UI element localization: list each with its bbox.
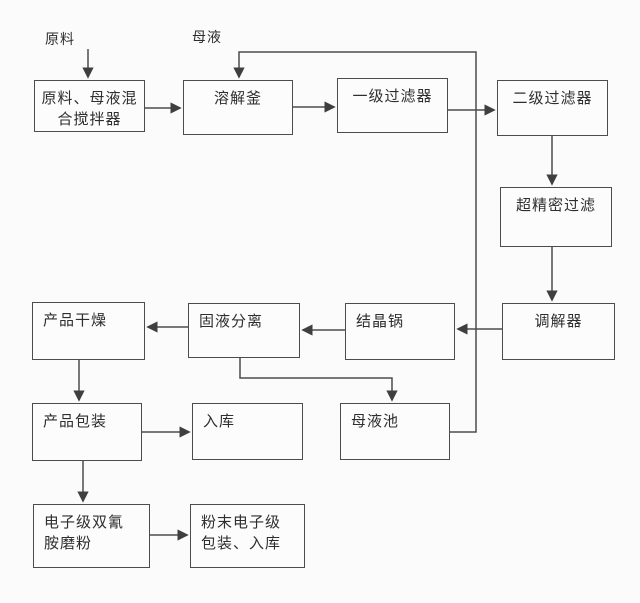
node-ultra-precision-filter: 超精密过滤 bbox=[500, 187, 612, 247]
node-dicyandiamide-grinding: 电子级双氰 胺磨粉 bbox=[33, 504, 150, 568]
node-product-packaging: 产品包装 bbox=[32, 403, 142, 461]
label-raw-material: 原料 bbox=[45, 31, 75, 47]
node-regulator: 调解器 bbox=[502, 303, 615, 360]
node-powder-packaging-warehousing: 粉末电子级 包装、入库 bbox=[190, 504, 305, 568]
node-primary-filter: 一级过滤器 bbox=[337, 78, 448, 133]
node-crystallization-pot: 结晶锅 bbox=[345, 303, 455, 360]
arrow-mother-liquor-recycle bbox=[233, 51, 477, 433]
node-dissolving-kettle: 溶解釜 bbox=[183, 80, 293, 135]
arrow-separation-to-mother-liquor-pool bbox=[239, 358, 398, 402]
node-mother-liquor-pool: 母液池 bbox=[340, 403, 450, 460]
node-warehousing: 入库 bbox=[192, 403, 303, 460]
node-secondary-filter: 二级过滤器 bbox=[497, 80, 608, 136]
node-raw-mother-liquor-mixer: 原料、母液混 合搅拌器 bbox=[34, 80, 145, 132]
node-solid-liquid-separation: 固液分离 bbox=[188, 303, 300, 358]
label-mother-liquor: 母液 bbox=[192, 29, 222, 45]
node-product-drying: 产品干燥 bbox=[32, 302, 145, 360]
